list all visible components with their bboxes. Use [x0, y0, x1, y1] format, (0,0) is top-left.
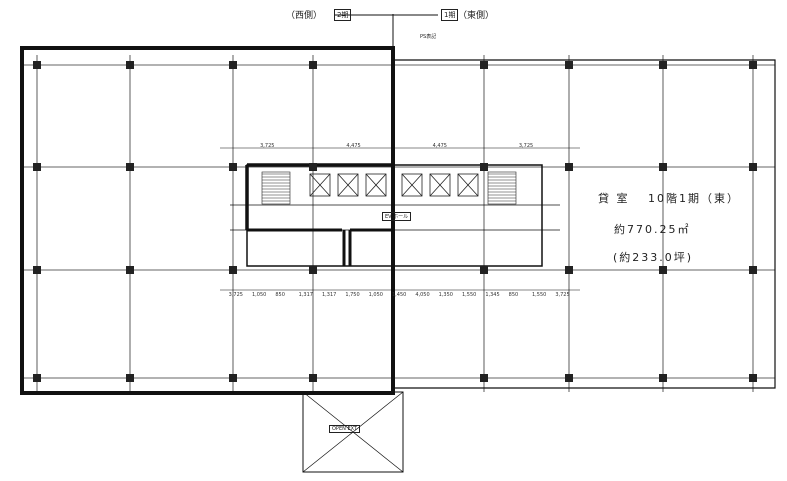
- column: [749, 61, 757, 69]
- column: [659, 163, 667, 171]
- top-dimension: 3,725: [518, 143, 534, 149]
- column: [749, 163, 757, 171]
- bottom-dimension: 1,050: [368, 292, 383, 298]
- column: [126, 163, 134, 171]
- bottom-dimension: 1,550: [532, 292, 547, 298]
- column: [33, 163, 41, 171]
- rental-title: 貸 室 10階1期（東）: [598, 192, 740, 205]
- column: [229, 374, 237, 382]
- terrace-outline: [302, 391, 404, 473]
- column: [309, 61, 317, 69]
- column: [126, 374, 134, 382]
- elevator-shaft: [337, 173, 359, 197]
- column: [309, 266, 317, 274]
- column: [565, 61, 573, 69]
- stairs: [261, 171, 291, 205]
- bottom-dimension: 3,725: [228, 292, 243, 298]
- column: [126, 61, 134, 69]
- column: [480, 266, 488, 274]
- column: [565, 374, 573, 382]
- west-phase-badge: 2期: [334, 9, 352, 21]
- west-side-label: （西側）: [286, 11, 323, 21]
- column: [229, 266, 237, 274]
- elevator-shaft: [429, 173, 451, 197]
- column: [126, 266, 134, 274]
- column: [749, 266, 757, 274]
- rental-area-m2: 約770.25㎡: [614, 223, 691, 236]
- rental-area-tsubo: (約233.0坪): [613, 251, 694, 264]
- ps-label: PS表記: [420, 34, 437, 40]
- bottom-dimension: 1,350: [438, 292, 453, 298]
- bottom-dimension: 1,317: [298, 292, 313, 298]
- phase2-west-outline: [20, 46, 395, 395]
- bottom-dimension: 1,450: [392, 292, 407, 298]
- bottom-dimension: 1,050: [252, 292, 267, 298]
- column: [309, 163, 317, 171]
- bottom-dimension: 1,550: [462, 292, 477, 298]
- terrace-label: OPEN EXT: [329, 425, 360, 433]
- bottom-dimension: 1,317: [322, 292, 337, 298]
- column: [480, 61, 488, 69]
- column: [33, 61, 41, 69]
- column: [480, 374, 488, 382]
- column: [480, 163, 488, 171]
- stairs: [487, 171, 517, 205]
- top-dimension: 4,475: [432, 143, 447, 149]
- bottom-dimension: 850: [508, 292, 519, 298]
- bottom-dimension: 1,345: [485, 292, 500, 298]
- east-side-label: （東側）: [458, 11, 495, 21]
- elevator-shaft: [457, 173, 479, 197]
- bottom-dimension: 4,050: [415, 292, 430, 298]
- top-dimension: 3,725: [260, 143, 275, 149]
- column: [229, 163, 237, 171]
- east-phase-badge: 1期: [441, 9, 459, 21]
- column: [565, 266, 573, 274]
- column: [659, 266, 667, 274]
- elevator-shaft: [365, 173, 387, 197]
- column: [309, 374, 317, 382]
- column: [33, 266, 41, 274]
- column: [659, 61, 667, 69]
- column: [229, 61, 237, 69]
- column: [565, 163, 573, 171]
- phase1-east-outline: [393, 59, 776, 389]
- bottom-dimension: 1,750: [345, 292, 360, 298]
- bottom-dimension: 850: [275, 292, 285, 298]
- elevator-shaft: [309, 173, 331, 197]
- column: [659, 374, 667, 382]
- column: [33, 374, 41, 382]
- elevator-shaft: [401, 173, 423, 197]
- top-dimension: 4,475: [346, 143, 361, 149]
- column: [749, 374, 757, 382]
- bottom-dimension: 3,725: [555, 292, 570, 298]
- ev-hall-label: EV ホール: [382, 212, 412, 221]
